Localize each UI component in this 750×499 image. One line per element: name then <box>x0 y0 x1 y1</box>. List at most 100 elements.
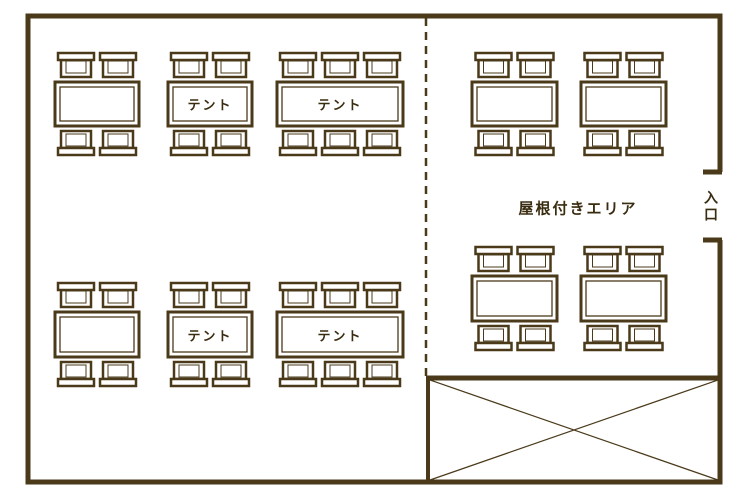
table-inner <box>476 86 553 122</box>
chair <box>211 51 251 79</box>
table-label: テント <box>317 98 363 114</box>
table-inner <box>59 316 135 353</box>
chair-back <box>320 281 360 292</box>
storage-block <box>426 375 720 482</box>
chair-back <box>362 377 402 388</box>
chair-back <box>583 146 622 157</box>
chair-back <box>474 245 513 256</box>
table <box>166 310 254 359</box>
outer-walls <box>25 13 723 485</box>
chair-back <box>211 146 251 157</box>
chair-back <box>516 245 555 256</box>
table-inner <box>281 86 399 122</box>
table-group-left-bottom-2[interactable] <box>166 281 254 388</box>
chair <box>362 281 402 309</box>
chair-seat-inner <box>178 364 200 378</box>
wall-main <box>25 13 723 485</box>
chair-back <box>211 377 251 388</box>
chair-back <box>169 281 209 292</box>
table-inner <box>281 316 399 353</box>
table <box>470 80 559 128</box>
chair-seat-inner <box>178 133 200 147</box>
chair-back <box>98 377 138 388</box>
table-group-left-top-2[interactable] <box>166 51 254 157</box>
chair <box>320 129 360 157</box>
chair <box>625 324 664 352</box>
table-group-left-bottom-3[interactable] <box>275 281 405 388</box>
chair-seat-inner <box>65 133 87 147</box>
chair-seat-inner <box>634 133 655 147</box>
chair <box>98 51 138 79</box>
chair-seat-inner <box>107 364 129 378</box>
table-label: テント <box>187 329 233 344</box>
table-inner <box>585 86 662 122</box>
chair-back <box>169 377 209 388</box>
chair <box>169 360 209 388</box>
chair <box>583 245 622 273</box>
chair-seat-inner <box>525 328 546 342</box>
chair-back <box>625 146 664 157</box>
table-inner <box>476 280 553 317</box>
chair <box>211 129 251 157</box>
chair <box>278 51 318 79</box>
chair <box>516 324 555 352</box>
chair-seat-inner <box>287 133 309 147</box>
chair-back <box>625 341 664 352</box>
chair-seat-inner <box>592 133 613 147</box>
storage-cross-2 <box>429 379 719 481</box>
table-group-left-bottom-1[interactable] <box>53 281 141 388</box>
table-group-covered-top-2[interactable] <box>579 51 668 157</box>
chair-seat-inner <box>592 328 613 342</box>
chair-back <box>278 146 318 157</box>
chair <box>474 51 513 79</box>
chair-back <box>98 281 138 292</box>
table-group-covered-bottom-2[interactable] <box>579 245 668 352</box>
chair-back <box>278 281 318 292</box>
table-group-covered-top-1[interactable] <box>470 51 559 157</box>
chair <box>211 360 251 388</box>
chair <box>625 245 664 273</box>
chair-back <box>320 146 360 157</box>
chair <box>320 360 360 388</box>
table-group-covered-bottom-1[interactable] <box>470 245 559 352</box>
chair <box>474 324 513 352</box>
chair-seat-inner <box>525 133 546 147</box>
chair-seat-inner <box>287 364 309 378</box>
table <box>470 274 559 323</box>
chair <box>583 129 622 157</box>
chair-back <box>211 51 251 62</box>
table <box>275 310 405 359</box>
chair-back <box>56 146 96 157</box>
chair-back <box>362 281 402 292</box>
chair <box>320 281 360 309</box>
table <box>579 274 668 323</box>
chair <box>474 129 513 157</box>
chair <box>98 129 138 157</box>
chair <box>362 360 402 388</box>
table <box>166 80 254 128</box>
chair-back <box>583 245 622 256</box>
chair <box>583 51 622 79</box>
chair-back <box>169 146 209 157</box>
table <box>579 80 668 128</box>
tables <box>53 51 668 388</box>
chair <box>278 129 318 157</box>
chair-back <box>320 377 360 388</box>
table-inner <box>59 86 135 122</box>
chair-back <box>169 51 209 62</box>
table-inner <box>172 86 248 122</box>
chair-back <box>56 281 96 292</box>
chair-back <box>278 51 318 62</box>
chair <box>516 245 555 273</box>
chair <box>362 51 402 79</box>
chair-back <box>583 51 622 62</box>
table <box>53 80 141 128</box>
table-group-left-top-1[interactable] <box>53 51 141 157</box>
chair-back <box>516 341 555 352</box>
table-label: テント <box>317 329 363 344</box>
chair <box>278 360 318 388</box>
chair-seat-inner <box>371 133 393 147</box>
chair-back <box>56 377 96 388</box>
table-group-left-top-3[interactable] <box>275 51 405 157</box>
